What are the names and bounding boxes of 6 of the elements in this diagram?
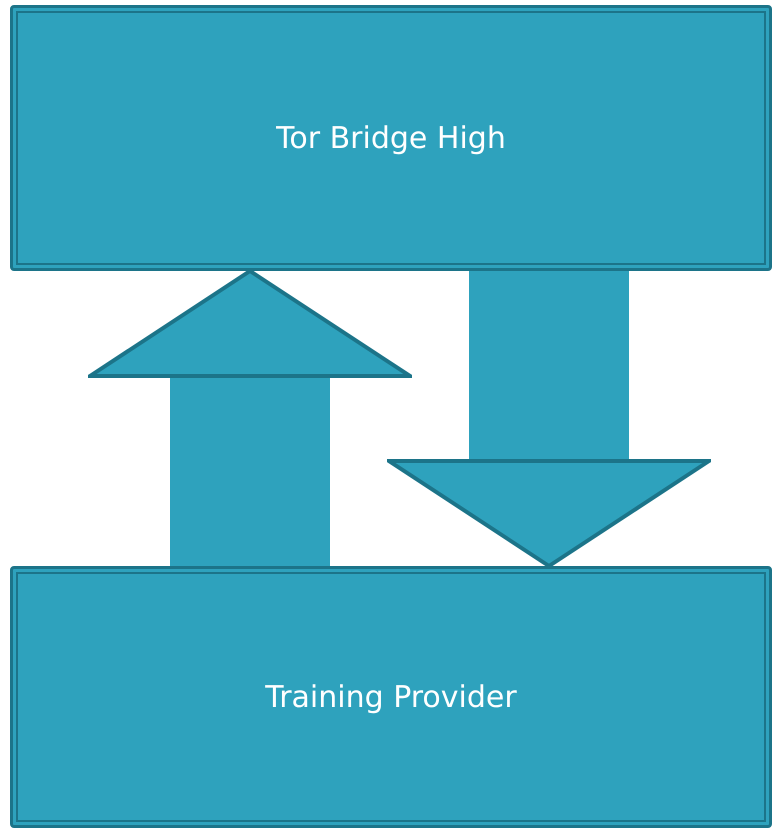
block-arrow bbox=[88, 269, 412, 566]
process-box bbox=[10, 566, 772, 828]
box-label: Training Provider bbox=[265, 680, 517, 714]
block-arrow bbox=[387, 271, 711, 568]
box-label: Tor Bridge High bbox=[276, 120, 506, 156]
process-box bbox=[10, 5, 772, 271]
